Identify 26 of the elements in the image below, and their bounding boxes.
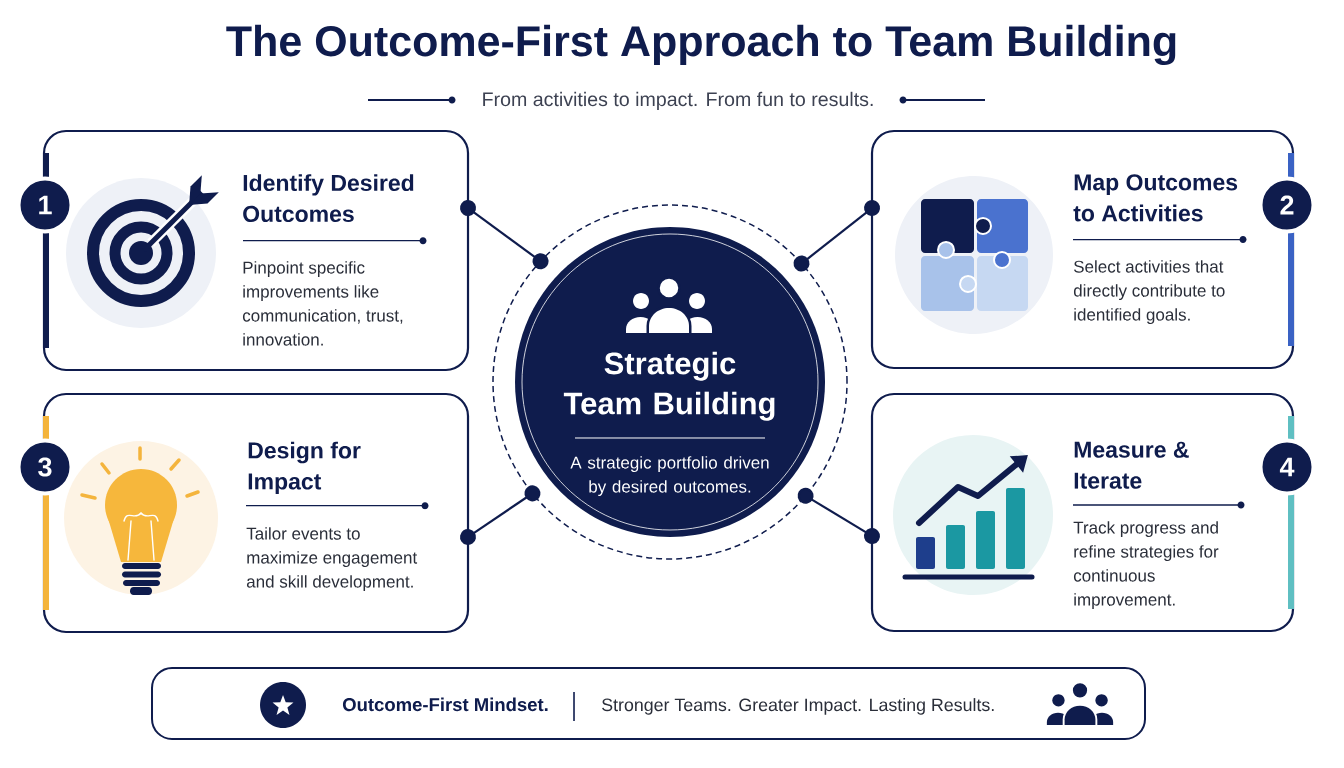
connector-line [793,200,880,272]
number-badge: 3 [16,438,74,496]
step-card [870,392,1295,633]
banner-text: Stronger Teams. Greater Impact. Lasting Results. [602,698,994,715]
connector-line [797,487,880,544]
card-text: Pinpoint specific improvements like communication, trust, innovation. [242,261,403,346]
card-heading: Measure & Iterate [1074,441,1189,489]
number-badge: 4 [1258,438,1316,496]
hub-title: Strategic Team Building [563,351,775,421]
card-text: Track progress and refine strategies for continuous improvement. [1073,521,1219,610]
title: The Outcome-First Approach to Team Building [226,24,1176,66]
card-heading: Identify Desired Outcomes [243,174,414,223]
subtitle: From activities to impact. From fun to results. [483,91,873,111]
banner-box [151,667,1146,740]
number-badge: 1 [16,176,74,234]
connector-line [460,485,541,545]
hub-circle [492,204,848,560]
hub-text: A strategic portfolio driven by desired outcomes. [570,456,769,497]
card-heading: Map Outcomes to Activities [1073,174,1238,222]
banner-heading: Outcome-First Mindset. [342,697,548,712]
card-text: Tailor events to maximize engagement and skill development. [246,527,418,592]
card-heading: Design for Impact [248,441,361,495]
step-card [870,129,1295,370]
number-badge: 2 [1258,176,1316,234]
card-text: Select activities that directly contribute to identified goals. [1073,260,1225,325]
connector-line [460,200,549,270]
